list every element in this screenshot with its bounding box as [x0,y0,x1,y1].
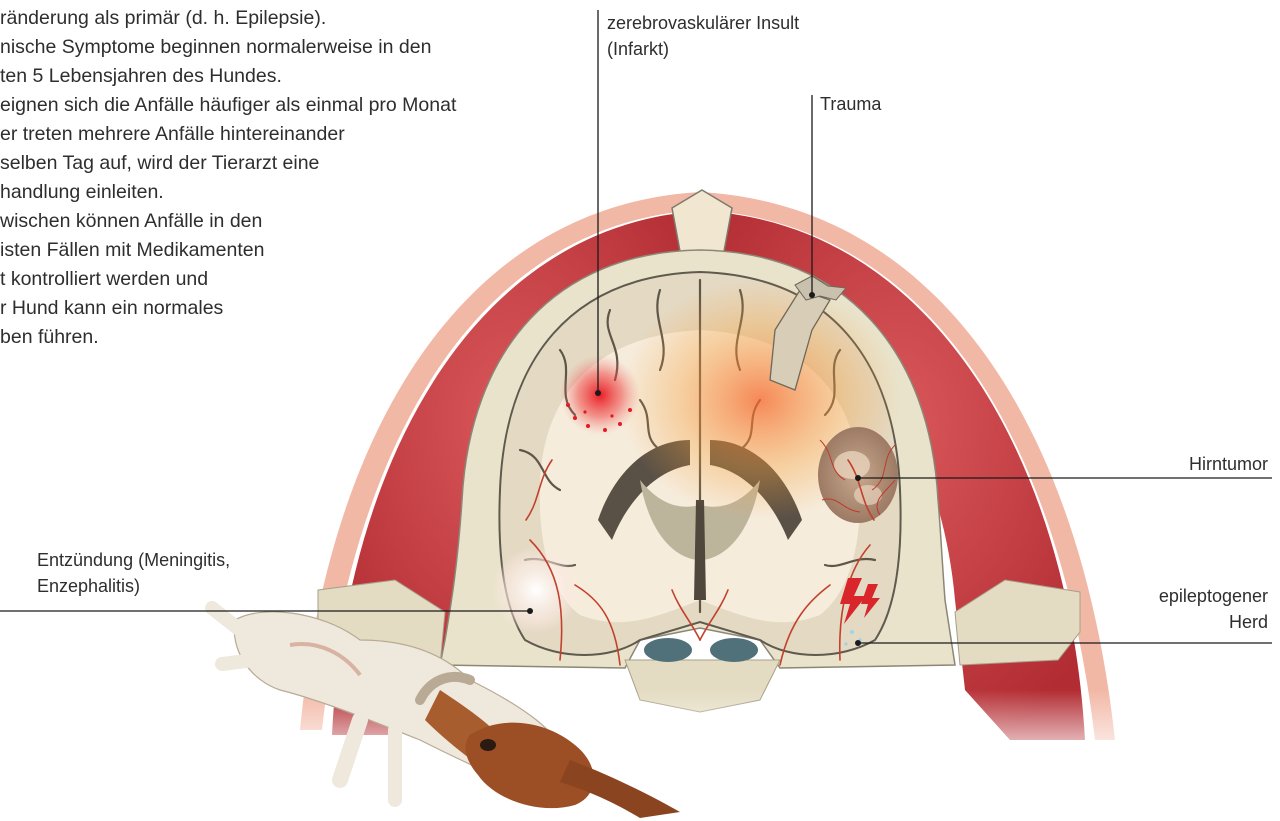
left-sinus [644,638,692,662]
trauma-leader-dot [809,292,815,298]
stroke-label-line-1: zerebrovaskulärer Insult [607,10,799,36]
stroke-label-line-2: (Infarkt) [607,36,799,62]
intro-line: wischen können Anfälle in den [0,207,560,236]
focus-label: epileptogener Herd [1159,583,1268,635]
intro-line: selben Tag auf, wird der Tierarzt eine [0,149,560,178]
third-ventricle [694,500,706,600]
intro-line: ten 5 Lebensjahren des Hundes. [0,62,560,91]
intro-line: er treten mehrere Anfälle hintereinander [0,120,560,149]
focus-label-line-2: Herd [1159,609,1268,635]
tumor-label: Hirntumor [1189,451,1268,477]
stroke-leader-dot [595,390,601,396]
intro-line: isten Fällen mit Medikamenten [0,236,560,265]
intro-line: eignen sich die Anfälle häufiger als ein… [0,91,560,120]
intro-line: r Hund kann ein normales [0,294,560,323]
intro-line: nische Symptome beginnen normalerweise i… [0,33,560,62]
inflammation-lesion [492,546,580,634]
inflammation-leader-dot [527,608,533,614]
right-sinus [710,638,758,662]
inflammation-label-line-1: Entzündung (Meningitis, [37,547,230,573]
intro-line: ben führen. [0,323,560,352]
tumor-label-line: Hirntumor [1189,451,1268,477]
focus-leader-dot [855,640,861,646]
focus-label-line-1: epileptogener [1159,583,1268,609]
trauma-label: Trauma [820,91,881,117]
intro-line: ränderung als primär (d. h. Epilepsie). [0,4,560,33]
intro-line: t kontrolliert werden und [0,265,560,294]
intro-line: handlung einleiten. [0,178,560,207]
trauma-label-line: Trauma [820,91,881,117]
tumor-leader-dot [855,475,861,481]
inflammation-label: Entzündung (Meningitis, Enzephalitis) [37,547,230,599]
stroke-label: zerebrovaskulärer Insult (Infarkt) [607,10,799,62]
intro-text: ränderung als primär (d. h. Epilepsie). … [0,4,560,352]
inflammation-label-line-2: Enzephalitis) [37,573,230,599]
